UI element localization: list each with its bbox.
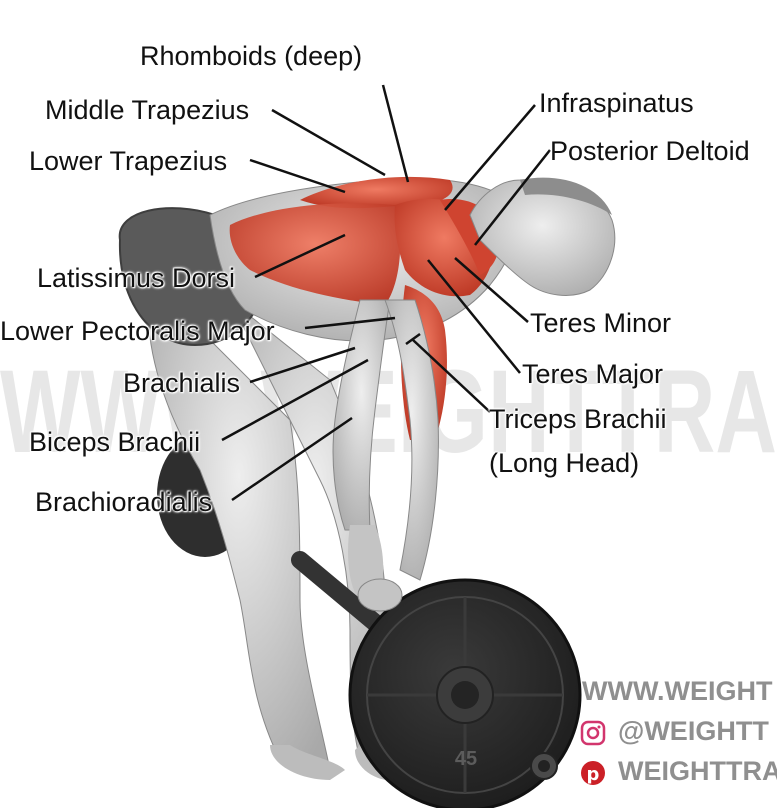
pinterest-icon: p xyxy=(581,761,605,785)
front-plate xyxy=(348,578,582,808)
label-latissimus-dorsi: Latissimus Dorsi xyxy=(37,263,236,293)
svg-text:p: p xyxy=(587,764,600,785)
label-rhomboids: Rhomboids (deep) xyxy=(140,41,363,71)
label-biceps-brachii: Biceps Brachii xyxy=(29,427,201,457)
head xyxy=(469,177,616,296)
label-middle-trapezius: Middle Trapezius xyxy=(45,95,250,125)
label-lower-pectoralis-major: Lower Pectoralis Major xyxy=(0,316,275,346)
label-infraspinatus: Infraspinatus xyxy=(539,88,694,118)
latissimus-muscle xyxy=(229,203,401,305)
label-triceps-brachii: Triceps Brachii xyxy=(489,404,667,434)
hand xyxy=(357,578,403,612)
instagram-icon xyxy=(580,720,606,746)
background-watermark: WWW.WEIGHTTRA xyxy=(0,346,777,478)
watermark-instagram-handle: @WEIGHTT xyxy=(618,716,769,746)
watermark-pinterest-handle: WEIGHTTRA xyxy=(618,756,777,786)
label-brachialis: Brachialis xyxy=(123,368,241,398)
label-brachioradialis: Brachioradialis xyxy=(35,487,213,517)
label-teres-minor: Teres Minor xyxy=(530,308,672,338)
arms xyxy=(332,299,439,600)
label-teres-major: Teres Major xyxy=(522,359,664,389)
plate-weight-label: 45 xyxy=(455,748,477,770)
leader-lines xyxy=(221,84,551,502)
watermark-website: WWW.WEIGHT xyxy=(582,676,773,706)
label-posterior-deltoid: Posterior Deltoid xyxy=(550,136,750,166)
label-lower-trapezius: Lower Trapezius xyxy=(29,146,228,176)
label-triceps-long-head: (Long Head) xyxy=(489,448,640,478)
